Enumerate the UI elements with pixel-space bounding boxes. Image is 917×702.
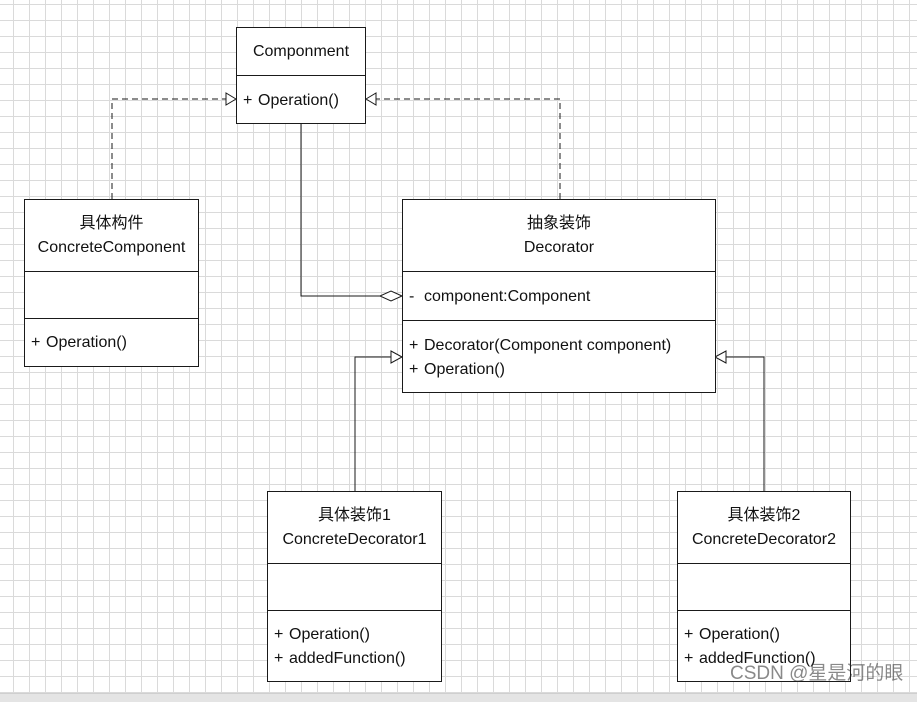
- realization-arrowhead-left: [225, 92, 237, 106]
- class-decorator-header: 抽象装饰 Decorator: [403, 200, 715, 272]
- bottom-bar: [0, 693, 917, 702]
- class-component-operations: +Operation(): [237, 76, 365, 113]
- watermark: CSDN @星是河的眼: [730, 663, 904, 684]
- class-concrete-decorator-1[interactable]: 具体装饰1 ConcreteDecorator1 +Operation() +a…: [267, 491, 442, 682]
- generalization-decorator1-line: [354, 356, 391, 491]
- class-concrete-decorator-2[interactable]: 具体装饰2 ConcreteDecorator2 +Operation() +a…: [677, 491, 851, 682]
- class-component[interactable]: Componment +Operation(): [236, 27, 366, 124]
- class-name: Decorator: [523, 238, 595, 256]
- class-concrete-decorator-1-operations: +Operation() +addedFunction(): [268, 611, 441, 671]
- class-stereotype-cn: 具体装饰2: [727, 506, 801, 524]
- class-concrete-decorator-2-attributes: [678, 564, 850, 611]
- class-concrete-component-operations: +Operation(): [25, 319, 198, 355]
- class-stereotype-cn: 具体构件: [79, 214, 144, 232]
- class-name: ConcreteDecorator1: [282, 530, 427, 548]
- class-concrete-decorator-2-operations: +Operation() +addedFunction(): [678, 611, 850, 671]
- operation-row: +Operation(): [31, 334, 127, 351]
- class-concrete-decorator-1-attributes: [268, 564, 441, 611]
- operation-row: +Operation(): [409, 361, 505, 378]
- operation-row: +Operation(): [243, 92, 339, 109]
- class-component-header: Componment: [237, 28, 365, 76]
- class-decorator[interactable]: 抽象装饰 Decorator -component:Component +Dec…: [402, 199, 716, 393]
- class-concrete-component-header: 具体构件 ConcreteComponent: [25, 200, 198, 272]
- operation-row: +addedFunction(): [684, 650, 816, 667]
- class-concrete-decorator-1-header: 具体装饰1 ConcreteDecorator1: [268, 492, 441, 564]
- class-name: ConcreteDecorator2: [691, 530, 837, 548]
- realization-concrete-component-line: [111, 98, 226, 199]
- realization-arrowhead-right: [365, 92, 377, 106]
- class-stereotype-cn: 具体装饰1: [318, 506, 391, 524]
- aggregation-diamond: [378, 290, 404, 302]
- class-concrete-component-attributes: [25, 272, 198, 319]
- class-component-name: Componment: [252, 42, 350, 60]
- generalization-arrowhead-2: [713, 350, 727, 364]
- generalization-decorator2-line: [726, 356, 765, 491]
- class-stereotype-cn: 抽象装饰: [526, 214, 591, 232]
- class-concrete-component[interactable]: 具体构件 ConcreteComponent +Operation(): [24, 199, 199, 367]
- realization-decorator-line: [376, 98, 561, 199]
- operation-row: +Operation(): [274, 626, 370, 643]
- operation-row: +addedFunction(): [274, 650, 406, 667]
- generalization-arrowhead-1: [390, 350, 404, 364]
- class-decorator-attributes: -component:Component: [403, 272, 715, 321]
- class-decorator-operations: +Decorator(Component component) +Operati…: [403, 321, 715, 382]
- operation-row: +Operation(): [684, 626, 780, 643]
- attribute-row: -component:Component: [409, 288, 591, 305]
- class-name: ConcreteComponent: [37, 238, 186, 256]
- class-concrete-decorator-2-header: 具体装饰2 ConcreteDecorator2: [678, 492, 850, 564]
- operation-row: +Decorator(Component component): [409, 337, 672, 354]
- aggregation-line: [300, 124, 380, 297]
